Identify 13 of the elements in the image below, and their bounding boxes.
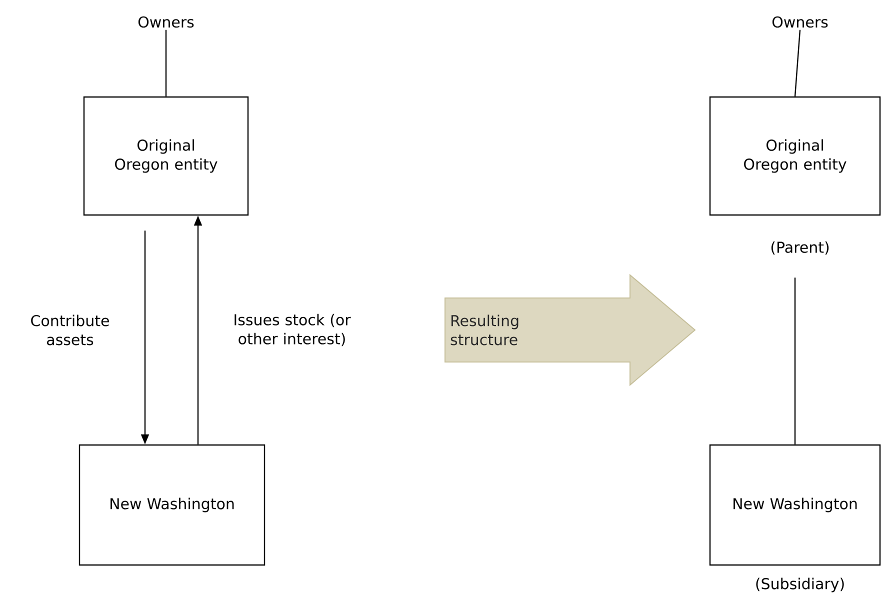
entity-box: New Washington — [78, 444, 266, 566]
connector — [794, 30, 801, 96]
role-label: (Parent) — [771, 241, 829, 255]
owner-label: Owners — [138, 16, 194, 28]
entity-box: Original Oregon entity — [83, 96, 249, 216]
connector — [794, 278, 796, 444]
connector — [165, 30, 167, 96]
edge-label: Contribute assets — [31, 314, 109, 346]
role-label: (Subsidiary) — [756, 578, 844, 592]
entity-box: New Washington — [709, 444, 881, 566]
edge-label: Issues stock (or other interest) — [234, 314, 351, 346]
owner-label: Owners — [772, 16, 828, 28]
entity-box: Original Oregon entity — [709, 96, 881, 216]
